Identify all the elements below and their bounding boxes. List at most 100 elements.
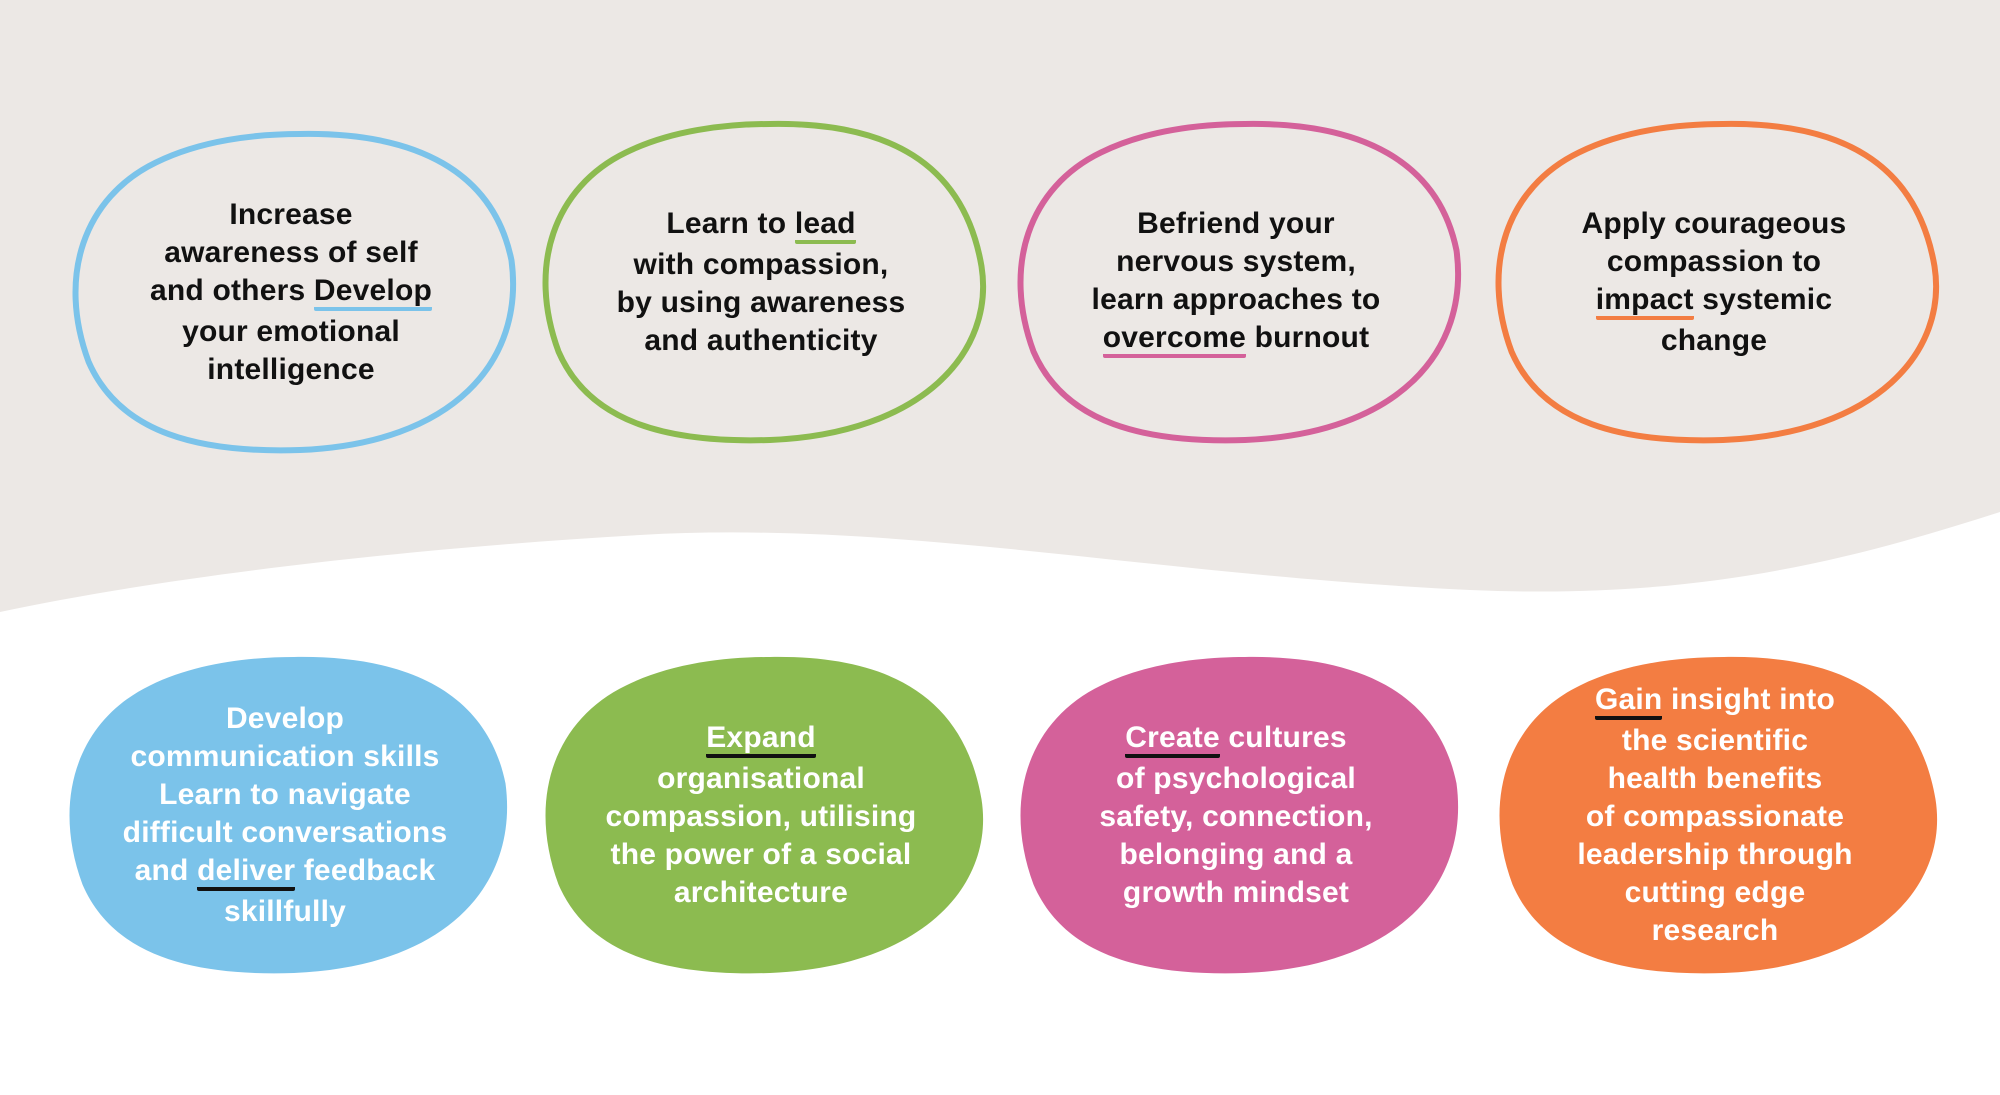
text-segment: health benefits	[1607, 761, 1823, 795]
card-text-line: Develop	[226, 700, 344, 738]
text-segment: intelligence	[207, 352, 375, 386]
card-text-line: of compassionate	[1586, 798, 1844, 836]
text-segment: systemic	[1693, 282, 1833, 316]
card-text-line: communication skills	[130, 738, 439, 776]
bottom-row-blob-orange	[1499, 656, 1938, 974]
text-segment: compassion, utilising	[605, 799, 917, 833]
top-row-blob-green	[542, 120, 986, 444]
card-text-line: by using awareness	[617, 284, 906, 322]
highlighted-word: impact	[1595, 283, 1694, 320]
text-segment: and	[134, 853, 198, 887]
text-segment: Learn to navigate	[159, 777, 411, 811]
card-text-line: overcome burnout	[1102, 319, 1370, 360]
text-segment: by using awareness	[616, 285, 906, 319]
card-text-line: impact systemic	[1595, 281, 1833, 322]
card-text-line: intelligence	[207, 351, 374, 389]
top-row-blob-blue	[72, 130, 516, 454]
card-text-line: the power of a social	[611, 836, 912, 874]
text-segment: burnout	[1246, 320, 1370, 354]
text-segment: awareness of self	[164, 235, 418, 269]
card-text-line: health benefits	[1608, 760, 1823, 798]
highlighted-word: Gain	[1594, 683, 1663, 720]
card-text-line: Expand	[706, 719, 816, 760]
text-segment: Befriend your	[1137, 206, 1335, 240]
text-segment: growth mindset	[1122, 875, 1350, 909]
text-segment: leadership through	[1577, 837, 1853, 871]
card-text-line: safety, connection,	[1099, 798, 1372, 836]
card-text-line: difficult conversations	[123, 814, 448, 852]
card-text-line: change	[1661, 322, 1767, 360]
card-text-line: with compassion,	[634, 246, 889, 284]
card-text-line: leadership through	[1577, 836, 1852, 874]
highlighted-word: Develop	[313, 274, 432, 311]
text-segment: learn approaches to	[1091, 282, 1381, 316]
text-segment: nervous system,	[1116, 244, 1356, 278]
card-text-line: skillfully	[224, 893, 346, 931]
card-text-line: and deliver feedback	[135, 852, 436, 893]
text-segment: your emotional	[182, 314, 400, 348]
text-segment: skillfully	[223, 894, 347, 928]
card-text-line: Increase	[229, 196, 352, 234]
card-text-line: Befriend your	[1137, 205, 1335, 243]
text-segment: belonging and a	[1119, 837, 1353, 871]
text-segment: the scientific	[1621, 723, 1809, 757]
text-segment: the power of a social	[610, 837, 912, 871]
text-segment: communication skills	[130, 739, 440, 773]
card-text-line: the scientific	[1622, 722, 1808, 760]
text-segment: cultures	[1219, 720, 1347, 754]
card-text-line: awareness of self	[164, 234, 418, 272]
text-segment: with compassion,	[633, 247, 889, 281]
text-segment: cutting edge	[1624, 875, 1806, 909]
text-segment: Increase	[229, 197, 353, 231]
card-text-line: learn approaches to	[1092, 281, 1381, 319]
text-segment: Apply courageous	[1581, 206, 1847, 240]
text-segment: architecture	[673, 875, 849, 909]
card-text-line: compassion, utilising	[606, 798, 917, 836]
top-row-blob-orange	[1495, 120, 1939, 444]
card-text-line: Gain insight into	[1594, 681, 1836, 722]
highlighted-word: lead	[794, 207, 856, 244]
text-segment: Develop	[225, 701, 345, 735]
text-segment: insight into	[1662, 682, 1836, 716]
card-text-line: nervous system,	[1116, 243, 1356, 281]
bottom-row-blob-green	[545, 656, 984, 974]
text-segment: and authenticity	[644, 323, 878, 357]
text-segment: feedback	[295, 853, 436, 887]
card-text-line: and others Develop	[150, 272, 432, 313]
text-segment: difficult conversations	[122, 815, 448, 849]
card-text-line: architecture	[674, 874, 848, 912]
bottom-row-blob-blue	[69, 656, 508, 974]
text-segment: of compassionate	[1585, 799, 1845, 833]
top-wave-band	[0, 0, 2000, 612]
highlighted-word: Create	[1125, 721, 1220, 758]
text-segment: and others	[150, 273, 314, 307]
card-text-line: and authenticity	[644, 322, 877, 360]
card-text-line: compassion to	[1607, 243, 1821, 281]
top-row-blob-pink	[1017, 120, 1461, 444]
card-text-line: research	[1652, 912, 1779, 950]
card-text-line: your emotional	[182, 313, 400, 351]
bottom-row-blob-pink	[1020, 656, 1459, 974]
card-text-line: of psychological	[1116, 760, 1356, 798]
card-text-line: Create cultures	[1125, 719, 1347, 760]
text-segment: compassion to	[1606, 244, 1822, 278]
highlighted-word: Expand	[706, 721, 816, 758]
card-text-line: cutting edge	[1625, 874, 1806, 912]
highlighted-word: overcome	[1102, 321, 1247, 358]
card-text-line: growth mindset	[1123, 874, 1349, 912]
text-segment: safety, connection,	[1099, 799, 1373, 833]
text-segment: of psychological	[1116, 761, 1356, 795]
card-text-line: Apply courageous	[1582, 205, 1847, 243]
text-segment: research	[1651, 913, 1779, 947]
card-text-line: belonging and a	[1120, 836, 1353, 874]
card-text-line: organisational	[657, 760, 865, 798]
text-segment: organisational	[657, 761, 865, 795]
